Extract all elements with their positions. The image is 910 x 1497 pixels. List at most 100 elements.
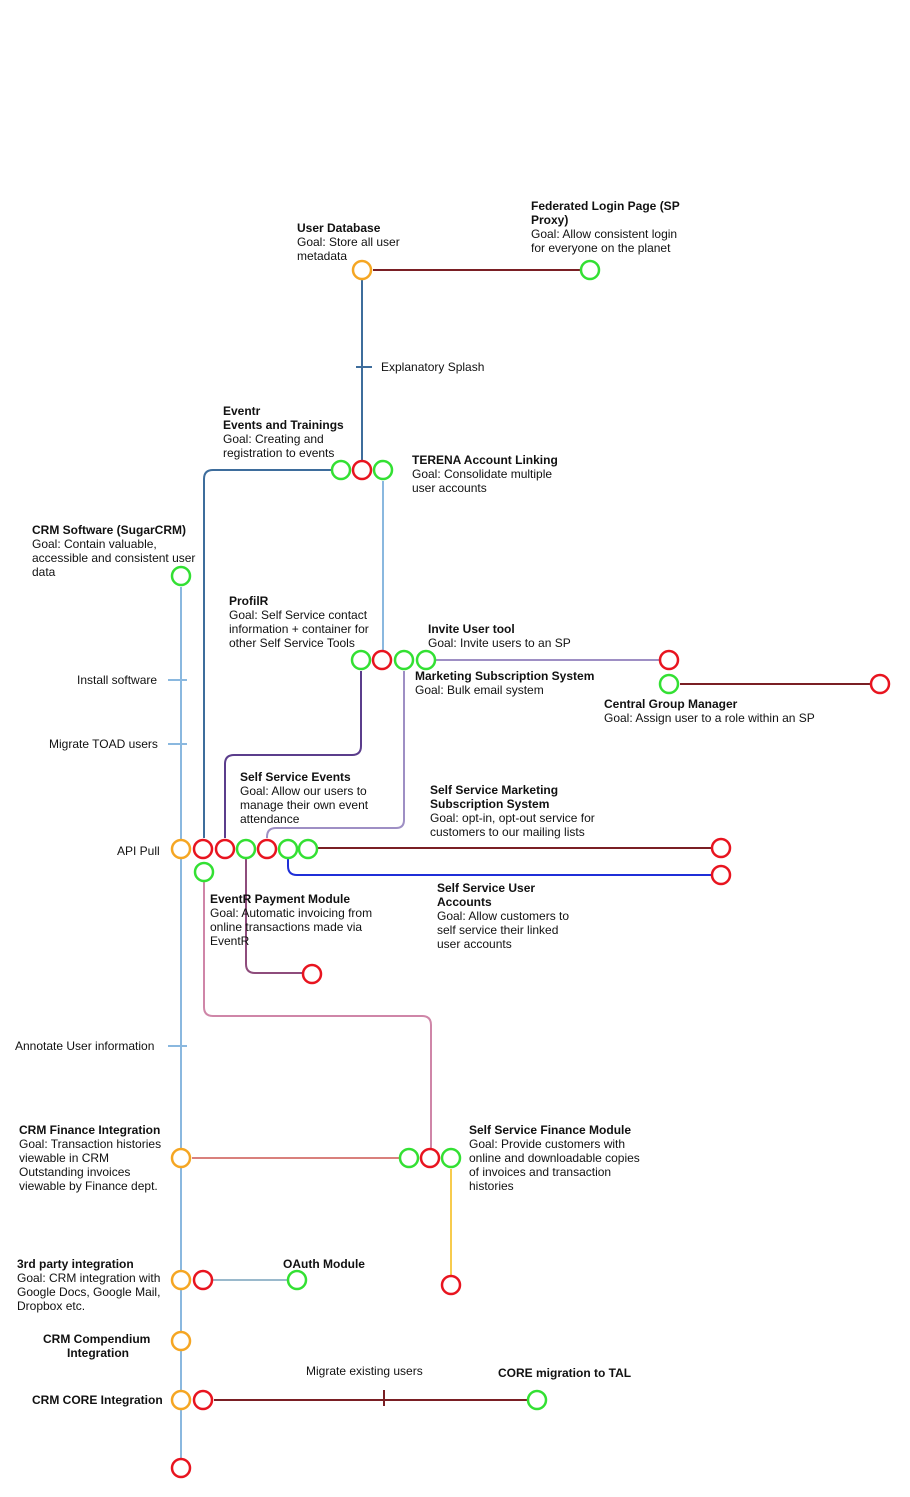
node-invite-user[interactable] (415, 649, 437, 671)
node-crm-core-end[interactable] (192, 1389, 214, 1411)
marketing-subscription-title: Marketing Subscription System (415, 669, 594, 683)
crm-compendium-title-1: CRM Compendium (43, 1332, 150, 1346)
migrate-toad-label: Migrate TOAD users (49, 737, 158, 751)
node-payment-end[interactable] (419, 1147, 441, 1169)
node-crm-software[interactable] (170, 565, 192, 587)
eventr-payment-goal-2: online transactions made via (210, 920, 362, 934)
ssua-goal-2: self service their linked (437, 923, 558, 937)
core-migration-title: CORE migration to TAL (498, 1366, 631, 1380)
labels: User Database Goal: Store all user metad… (15, 199, 815, 1407)
eventr-api-line (203, 469, 331, 838)
node-crm-finance[interactable] (170, 1147, 192, 1169)
node-core-migration[interactable] (526, 1389, 548, 1411)
crm-finance-goal-2: viewable in CRM (19, 1151, 109, 1165)
node-terena-end[interactable] (371, 649, 393, 671)
crm-software-goal-3: data (32, 565, 56, 579)
pink-finance-line (203, 882, 432, 1148)
central-group-title: Central Group Manager (604, 697, 738, 711)
node-self-service-finance[interactable] (440, 1147, 462, 1169)
ssua-goal-1: Goal: Allow customers to (437, 909, 569, 923)
node-third-party-end[interactable] (192, 1269, 214, 1291)
third-party-title: 3rd party integration (17, 1257, 134, 1271)
ssm-title-1: Self Service Marketing (430, 783, 558, 797)
api-pull-label: API Pull (117, 844, 160, 858)
crm-software-goal-1: Goal: Contain valuable, (32, 537, 157, 551)
node-eventr[interactable] (330, 459, 352, 481)
eventr-payment-goal-1: Goal: Automatic invoicing from (210, 906, 372, 920)
profilr-goal-2: information + container for (229, 622, 369, 636)
ssf-goal-3: of invoices and transaction (469, 1165, 611, 1179)
node-eventr-end[interactable] (192, 838, 214, 860)
self-service-events-title: Self Service Events (240, 770, 351, 784)
node-federated-login[interactable] (579, 259, 601, 281)
eventr-title-1: Eventr (223, 404, 261, 418)
ssua-goal-3: user accounts (437, 937, 512, 951)
node-ssm-end[interactable] (710, 837, 732, 859)
self-service-events-goal-3: attendance (240, 812, 300, 826)
node-profilr-end[interactable] (214, 838, 236, 860)
node-finance-start[interactable] (398, 1147, 420, 1169)
node-crm-core[interactable] (170, 1389, 192, 1411)
crm-finance-goal-1: Goal: Transaction histories (19, 1137, 161, 1151)
terena-goal-1: Goal: Consolidate multiple (412, 467, 552, 481)
connector-lines (180, 269, 870, 1458)
terena-title: TERENA Account Linking (412, 453, 558, 467)
third-party-goal-3: Dropbox etc. (17, 1299, 85, 1313)
eventr-title-2: Events and Trainings (223, 418, 344, 432)
ssf-goal-2: online and downloadable copies (469, 1151, 640, 1165)
node-profilr[interactable] (350, 649, 372, 671)
node-eventr-payment[interactable] (193, 861, 215, 883)
self-service-events-goal-2: manage their own event (240, 798, 369, 812)
third-party-goal-2: Google Docs, Google Mail, (17, 1285, 160, 1299)
user-database-title: User Database (297, 221, 381, 235)
user-database-goal-2: metadata (297, 249, 347, 263)
crm-software-title: CRM Software (SugarCRM) (32, 523, 186, 537)
node-third-party[interactable] (170, 1269, 192, 1291)
node-terena[interactable] (372, 459, 394, 481)
node-central-group-end[interactable] (869, 673, 891, 695)
ssf-goal-4: histories (469, 1179, 514, 1193)
crm-compendium-title-2: Integration (67, 1346, 129, 1360)
ssm-goal-2: customers to our mailing lists (430, 825, 585, 839)
eventr-payment-goal-3: EventR (210, 934, 250, 948)
crm-finance-title: CRM Finance Integration (19, 1123, 160, 1137)
crm-core-title: CRM CORE Integration (32, 1393, 163, 1407)
node-user-database[interactable] (351, 259, 373, 281)
node-crm-compendium[interactable] (170, 1330, 192, 1352)
crm-software-goal-2: accessible and consistent user (32, 551, 195, 565)
profilr-goal-1: Goal: Self Service contact (229, 608, 368, 622)
node-marketing-end[interactable] (256, 838, 278, 860)
federated-login-title-2: Proxy) (531, 213, 568, 227)
node-central-group[interactable] (658, 673, 680, 695)
profilr-events-line (224, 671, 362, 838)
ssua-line (287, 859, 711, 876)
eventr-goal-2: registration to events (223, 446, 334, 460)
node-marketing-subscription[interactable] (393, 649, 415, 671)
node-invite-user-end[interactable] (658, 649, 680, 671)
node-self-service-user-accounts[interactable] (277, 838, 299, 860)
node-self-service-marketing[interactable] (297, 838, 319, 860)
oauth-title: OAuth Module (283, 1257, 365, 1271)
eventr-payment-title: EventR Payment Module (210, 892, 350, 906)
node-user-db-end[interactable] (351, 459, 373, 481)
node-api-pull[interactable] (170, 838, 192, 860)
node-ssua-end[interactable] (710, 864, 732, 886)
eventr-goal-1: Goal: Creating and (223, 432, 324, 446)
profilr-title: ProfilR (229, 594, 269, 608)
node-events-end[interactable] (301, 963, 323, 985)
node-self-service-events[interactable] (235, 838, 257, 860)
federated-login-goal-1: Goal: Allow consistent login (531, 227, 677, 241)
ssf-title: Self Service Finance Module (469, 1123, 631, 1137)
ssua-title-1: Self Service User (437, 881, 535, 895)
node-crm-trunk-end[interactable] (170, 1457, 192, 1479)
explanatory-splash-label: Explanatory Splash (381, 360, 484, 374)
ssua-title-2: Accounts (437, 895, 492, 909)
federated-login-goal-2: for everyone on the planet (531, 241, 671, 255)
node-finance-end[interactable] (440, 1274, 462, 1296)
ssm-title-2: Subscription System (430, 797, 549, 811)
node-oauth[interactable] (286, 1269, 308, 1291)
terena-goal-2: user accounts (412, 481, 487, 495)
self-service-events-goal-1: Goal: Allow our users to (240, 784, 367, 798)
central-group-goal: Goal: Assign user to a role within an SP (604, 711, 815, 725)
